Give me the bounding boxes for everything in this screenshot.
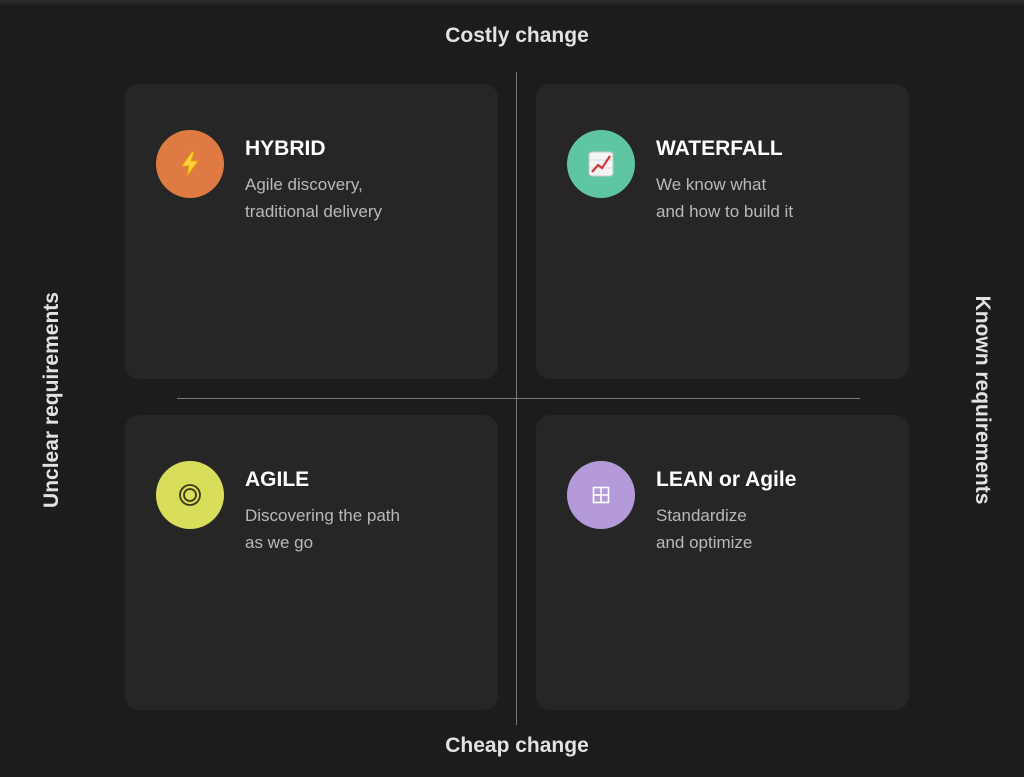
quadrant-title: WATERFALL	[656, 137, 783, 160]
description-line: Discovering the path	[245, 506, 400, 525]
chart-increasing-icon	[567, 130, 635, 198]
axis-label-top: Costly change	[445, 24, 589, 47]
quadrant-agile: AGILE Discovering the path as we go	[125, 415, 498, 710]
quadrant-hybrid: HYBRID Agile discovery, traditional deli…	[125, 84, 498, 379]
lightning-icon	[156, 130, 224, 198]
axis-label-bottom: Cheap change	[445, 734, 589, 757]
description-line: We know what	[656, 175, 767, 194]
quadrant-description: We know what and how to build it	[656, 171, 793, 225]
description-line: and how to build it	[656, 202, 794, 221]
quadrant-title: LEAN or Agile	[656, 468, 797, 491]
quadrant-title: AGILE	[245, 468, 310, 491]
quadrant-title: HYBRID	[245, 137, 326, 160]
description-line: traditional delivery	[245, 202, 383, 221]
quadrant-lean: LEAN or Agile Standardize and optimize	[536, 415, 909, 710]
grid-square-icon	[567, 461, 635, 529]
axis-label-left: Unclear requirements	[40, 292, 63, 508]
description-line: Agile discovery,	[245, 175, 363, 194]
horizontal-axis-line	[177, 398, 860, 399]
quadrant-description: Discovering the path as we go	[245, 502, 400, 556]
description-line: and optimize	[656, 533, 753, 552]
window-top-edge	[0, 0, 1024, 6]
target-circle-icon	[156, 461, 224, 529]
quadrant-description: Standardize and optimize	[656, 502, 752, 556]
description-line: Standardize	[656, 506, 747, 525]
description-line: as we go	[245, 533, 314, 552]
axis-label-right: Known requirements	[971, 295, 994, 505]
quadrant-description: Agile discovery, traditional delivery	[245, 171, 382, 225]
quadrant-waterfall: WATERFALL We know what and how to build …	[536, 84, 909, 379]
